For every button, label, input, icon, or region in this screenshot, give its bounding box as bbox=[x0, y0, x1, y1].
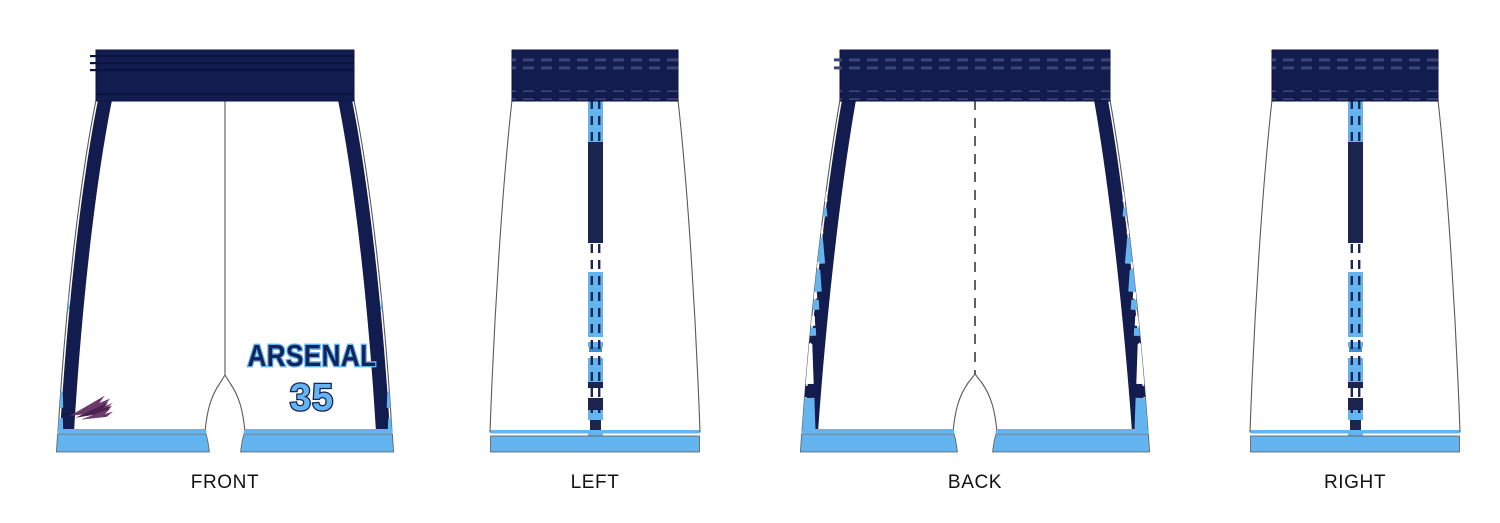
view-label-right: RIGHT bbox=[1323, 472, 1387, 493]
right-garment-body bbox=[1249, 99, 1461, 433]
right-shorts-illustration bbox=[1249, 49, 1461, 453]
right-center-seam-stripe bbox=[1348, 100, 1363, 440]
left-garment-body bbox=[489, 99, 701, 433]
back-hem-band bbox=[799, 430, 1151, 453]
right-waistband bbox=[1271, 49, 1439, 102]
triangle-arrow-logo bbox=[69, 395, 114, 420]
front-hem-band bbox=[55, 430, 395, 453]
left-center-seam-stripe bbox=[588, 100, 603, 440]
left-hem bbox=[490, 430, 700, 453]
view-label-back: BACK bbox=[947, 472, 1003, 493]
view-left: LEFT bbox=[450, 0, 740, 523]
front-waistband bbox=[90, 49, 355, 102]
view-label-left: LEFT bbox=[570, 472, 620, 493]
player-number-text: 35 bbox=[290, 377, 334, 419]
left-shorts-illustration bbox=[489, 49, 701, 453]
front-artwork: ARSENAL 35 bbox=[246, 338, 377, 421]
back-waistband bbox=[834, 49, 1111, 102]
front-shorts-illustration: ARSENAL 35 bbox=[55, 49, 395, 453]
view-front: ARSENAL 35 FRONT bbox=[0, 0, 450, 523]
right-hem bbox=[1250, 430, 1460, 453]
view-label-front: FRONT bbox=[190, 472, 260, 493]
back-shorts-illustration bbox=[799, 49, 1151, 453]
left-waistband bbox=[511, 49, 679, 102]
view-right: RIGHT bbox=[1210, 0, 1500, 523]
view-back: BACK bbox=[740, 0, 1210, 523]
team-name-text: ARSENAL bbox=[247, 339, 376, 374]
